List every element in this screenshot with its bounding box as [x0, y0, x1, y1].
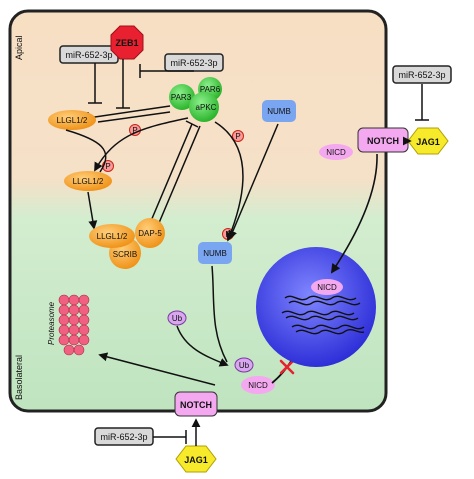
par6-label: PAR6	[200, 85, 221, 94]
svg-text:JAG1: JAG1	[184, 455, 208, 465]
phospho-marker-3: P	[102, 160, 114, 172]
inhibition-mirna-jag1-right	[415, 84, 429, 121]
arrow-numb-down	[211, 265, 228, 363]
block-cross-icon	[279, 359, 295, 375]
mirna-box-center: miR-652-3p	[164, 53, 224, 72]
svg-text:ZEB1: ZEB1	[115, 38, 138, 48]
arrow-nicd-proteasome	[98, 352, 216, 386]
svg-text:NOTCH: NOTCH	[367, 136, 399, 146]
llgl-node-top: LLGL1/2	[48, 110, 96, 130]
nicd-node-right: NICD	[319, 144, 353, 160]
phospho-marker-2: P	[232, 130, 244, 142]
apical-label: Apical	[14, 35, 24, 60]
svg-text:JAG1: JAG1	[416, 137, 440, 147]
svg-text:miR-652-3p: miR-652-3p	[398, 70, 445, 80]
svg-text:NICD: NICD	[326, 148, 346, 157]
svg-text:P: P	[235, 132, 240, 141]
svg-text:NOTCH: NOTCH	[180, 400, 212, 410]
jag1-ligand-bottom: JAG1	[175, 445, 217, 473]
svg-text:P: P	[132, 126, 137, 135]
inhibition-mirna-jag1-bottom	[153, 430, 187, 444]
mirna-box-right: miR-652-3p	[392, 65, 452, 84]
mirna-box-bottom: miR-652-3p	[94, 427, 154, 446]
svg-text:LLGL1/2: LLGL1/2	[57, 116, 88, 125]
svg-text:LLGL1/2: LLGL1/2	[97, 232, 128, 241]
svg-text:P: P	[105, 162, 110, 171]
basolateral-label: Basolateral	[14, 355, 24, 400]
numb-node-top: NUMB	[262, 100, 296, 122]
notch-receptor-bottom: NOTCH	[174, 391, 218, 417]
mirna-box-left: miR-652-3p	[59, 45, 119, 64]
svg-text:NUMB: NUMB	[203, 249, 227, 258]
zeb1-node: ZEB1	[110, 25, 144, 60]
par-complex: PAR6 PAR3 aPKC	[169, 77, 222, 122]
llgl-scrib-dap5-complex: LLGL1/2 DAP-5 SCRIB	[89, 218, 165, 269]
arrow-apkc-llgl	[94, 117, 189, 172]
notch-receptor-right: NOTCH	[357, 127, 409, 153]
arrow-nicd-to-nucleus	[330, 153, 378, 274]
svg-text:NICD: NICD	[317, 283, 337, 292]
svg-text:LLGL1/2: LLGL1/2	[73, 177, 104, 186]
proteasome-label: Proteasome	[47, 301, 56, 345]
inhibition-lines-top	[86, 59, 194, 125]
nicd-node-bottom: NICD	[241, 376, 275, 394]
svg-text:NUMB: NUMB	[267, 107, 291, 116]
proteasome: Proteasome	[47, 294, 90, 356]
numb-node-bottom: NUMB	[198, 242, 232, 264]
par3-label: PAR3	[171, 93, 192, 102]
dap5-label: DAP-5	[138, 229, 162, 238]
arrow-apkc-numb	[214, 121, 244, 242]
svg-text:NICD: NICD	[248, 381, 268, 390]
arrow-llgl-down	[65, 129, 107, 173]
apkc-label: aPKC	[196, 103, 217, 112]
svg-text:miR-652-3p: miR-652-3p	[100, 432, 147, 442]
scrib-label: SCRIB	[113, 250, 137, 259]
ubiquitin-marker-2: Ub	[234, 357, 254, 373]
llgl-node-phospho: LLGL1/2	[64, 171, 112, 191]
svg-text:Ub: Ub	[172, 314, 183, 323]
nicd-node-nucleus: NICD	[311, 279, 343, 295]
arrow-ub-nicd	[176, 325, 229, 367]
svg-text:miR-652-3p: miR-652-3p	[170, 58, 217, 68]
jag1-ligand-right: JAG1	[407, 127, 449, 155]
svg-text:miR-652-3p: miR-652-3p	[65, 50, 112, 60]
arrow-llgl-complex	[87, 191, 98, 230]
ubiquitin-marker-1: Ub	[167, 310, 187, 326]
arrow-numb-phospho	[228, 123, 279, 240]
svg-text:Ub: Ub	[239, 361, 250, 370]
nucleus: NICD	[256, 247, 376, 367]
